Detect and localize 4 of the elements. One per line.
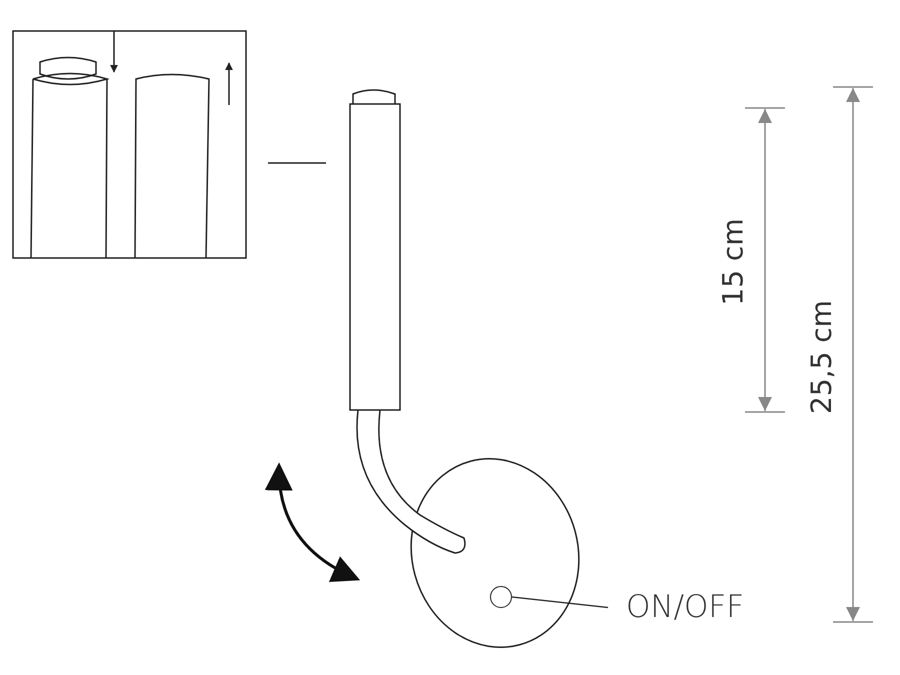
dimension-label: 25,5 cm <box>808 300 836 414</box>
switch-label: ON/OFF <box>626 592 744 623</box>
dimension-label: 15 cm <box>719 218 748 306</box>
leader-line <box>512 596 608 608</box>
